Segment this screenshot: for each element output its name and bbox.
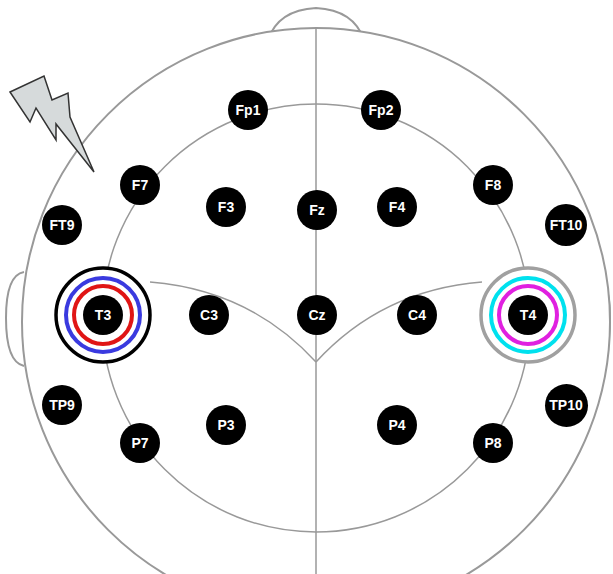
electrode-fill bbox=[120, 165, 160, 205]
electrode-label: F4 bbox=[389, 200, 405, 214]
electrode: P7 bbox=[120, 423, 160, 463]
electrode: FT10 bbox=[545, 204, 587, 246]
electrode: T4 bbox=[508, 295, 548, 335]
electrode-label: P3 bbox=[217, 418, 234, 432]
electrode-fill bbox=[545, 384, 588, 427]
electrode: TP9 bbox=[42, 385, 82, 425]
electrode: F4 bbox=[377, 187, 417, 227]
electrode: T3 bbox=[83, 295, 123, 335]
electrode: P4 bbox=[377, 405, 417, 445]
electrode-fill bbox=[189, 295, 229, 335]
electrode-label: F7 bbox=[132, 178, 148, 192]
electrode: C4 bbox=[397, 295, 437, 335]
electrode-fill bbox=[377, 405, 417, 445]
ring-blue bbox=[66, 278, 140, 352]
ring-red bbox=[74, 286, 132, 344]
coronal-curve-left bbox=[150, 282, 316, 362]
electrode-fill bbox=[206, 405, 246, 445]
electrode-fill bbox=[297, 295, 337, 335]
head-outline bbox=[22, 28, 610, 574]
electrode-label: Fp2 bbox=[369, 103, 394, 117]
electrode-label: C3 bbox=[200, 308, 218, 322]
electrode: F8 bbox=[473, 165, 513, 205]
electrode: P8 bbox=[473, 423, 513, 463]
electrode-fill bbox=[42, 205, 82, 245]
electrode-label: TP10 bbox=[549, 398, 582, 412]
electrode-fill bbox=[473, 165, 513, 205]
electrode: Fp2 bbox=[361, 90, 401, 130]
ring-magenta bbox=[499, 286, 557, 344]
ring-grey bbox=[481, 268, 575, 362]
electrode-fill bbox=[120, 423, 160, 463]
electrode-fill bbox=[228, 90, 268, 130]
electrode-label: T4 bbox=[520, 308, 536, 322]
electrode: TP10 bbox=[545, 384, 588, 427]
electrode-fill bbox=[83, 295, 123, 335]
ring-black bbox=[56, 268, 150, 362]
electrode-label: C4 bbox=[408, 308, 426, 322]
electrode-label: Fz bbox=[309, 203, 325, 217]
electrode: Fz bbox=[297, 190, 337, 230]
electrode-fill bbox=[42, 385, 82, 425]
electrode-label: Fp1 bbox=[236, 103, 261, 117]
electrode-fill bbox=[361, 90, 401, 130]
electrode-label: FT9 bbox=[50, 218, 75, 232]
electrode: P3 bbox=[206, 405, 246, 445]
electrode-fill bbox=[397, 295, 437, 335]
ring-cyan bbox=[491, 278, 565, 352]
electrode-fill bbox=[508, 295, 548, 335]
electrode: F3 bbox=[206, 187, 246, 227]
electrode-label: F3 bbox=[218, 200, 234, 214]
lightning-bolt bbox=[10, 76, 94, 172]
electrode-fill bbox=[206, 187, 246, 227]
electrode-label: Cz bbox=[308, 308, 325, 322]
electrode-fill bbox=[377, 187, 417, 227]
electrode-label: TP9 bbox=[49, 398, 75, 412]
electrode-label: FT10 bbox=[550, 218, 583, 232]
electrode: Fp1 bbox=[228, 90, 268, 130]
electrode: C3 bbox=[189, 295, 229, 335]
electrode-label: P8 bbox=[484, 436, 501, 450]
coronal-curve-right bbox=[316, 282, 482, 362]
electrode: F7 bbox=[120, 165, 160, 205]
electrode-label: F8 bbox=[485, 178, 501, 192]
electrode-label: T3 bbox=[95, 308, 111, 322]
electrode-fill bbox=[545, 204, 587, 246]
electrode: FT9 bbox=[42, 205, 82, 245]
electrode-fill bbox=[473, 423, 513, 463]
electrode-label: P7 bbox=[131, 436, 148, 450]
electrode: Cz bbox=[297, 295, 337, 335]
electrode-fill bbox=[297, 190, 337, 230]
electrode-label: P4 bbox=[388, 418, 405, 432]
